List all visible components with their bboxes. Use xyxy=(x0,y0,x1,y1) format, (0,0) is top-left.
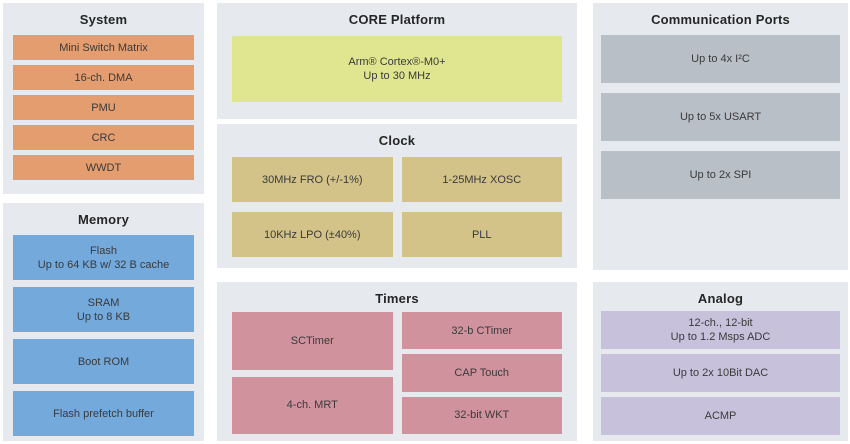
clock-blocks: 30MHz FRO (+/-1%) 1-25MHz XOSC 10KHz LPO… xyxy=(232,157,562,257)
block-4ch-mrt: 4-ch. MRT xyxy=(232,376,393,434)
clock-panel: Clock 30MHz FRO (+/-1%) 1-25MHz XOSC 10K… xyxy=(217,124,577,268)
timers-panel-title: Timers xyxy=(375,291,419,306)
timers-left-column: SCTimer 4-ch. MRT xyxy=(232,312,393,434)
analog-panel: Analog 12-ch., 12-bit Up to 1.2 Msps ADC… xyxy=(593,282,848,441)
block-sram: SRAM Up to 8 KB xyxy=(13,287,194,332)
block-flash: Flash Up to 64 KB w/ 32 B cache xyxy=(13,235,194,280)
block-32b-ctimer: 32-b CTimer xyxy=(401,312,562,350)
analog-panel-title: Analog xyxy=(697,291,744,306)
timers-blocks: SCTimer 4-ch. MRT 32-b CTimer CAP Touch … xyxy=(232,312,562,434)
system-panel: System Mini Switch Matrix 16-ch. DMA PMU… xyxy=(3,3,204,194)
memory-panel: Memory Flash Up to 64 KB w/ 32 B cache S… xyxy=(3,203,204,441)
block-flash-line2: Up to 64 KB w/ 32 B cache xyxy=(37,258,170,271)
block-boot-rom: Boot ROM xyxy=(13,339,194,384)
block-flash-line1: Flash xyxy=(90,244,117,257)
block-xosc: 1-25MHz XOSC xyxy=(401,157,562,202)
block-lpo: 10KHz LPO (±40%) xyxy=(232,212,393,257)
comm-blocks: Up to 4x I²C Up to 5x USART Up to 2x SPI xyxy=(601,35,840,199)
system-blocks: Mini Switch Matrix 16-ch. DMA PMU CRC WW… xyxy=(13,35,194,180)
block-sctimer: SCTimer xyxy=(232,312,393,370)
block-acmp: ACMP xyxy=(601,397,840,435)
system-panel-title: System xyxy=(79,12,128,27)
block-cap-touch: CAP Touch xyxy=(401,354,562,392)
core-platform-panel: CORE Platform Arm® Cortex®-M0+ Up to 30 … xyxy=(217,3,577,119)
block-dac: Up to 2x 10Bit DAC xyxy=(601,354,840,392)
core-platform-panel-title: CORE Platform xyxy=(348,12,446,27)
block-flash-prefetch-buffer: Flash prefetch buffer xyxy=(13,391,194,436)
block-adc: 12-ch., 12-bit Up to 1.2 Msps ADC xyxy=(601,311,840,349)
block-spi: Up to 2x SPI xyxy=(601,151,840,199)
memory-blocks: Flash Up to 64 KB w/ 32 B cache SRAM Up … xyxy=(13,235,194,436)
block-16ch-dma: 16-ch. DMA xyxy=(13,65,194,90)
block-adc-line2: Up to 1.2 Msps ADC xyxy=(670,331,771,343)
block-arm-cortex-m0plus: Arm® Cortex®-M0+ Up to 30 MHz xyxy=(232,36,562,102)
block-mini-switch-matrix: Mini Switch Matrix xyxy=(13,35,194,60)
block-pmu: PMU xyxy=(13,95,194,120)
communication-ports-panel: Communication Ports Up to 4x I²C Up to 5… xyxy=(593,3,848,270)
analog-blocks: 12-ch., 12-bit Up to 1.2 Msps ADC Up to … xyxy=(601,311,840,435)
block-adc-line1: 12-ch., 12-bit xyxy=(688,317,753,329)
block-wwdt: WWDT xyxy=(13,155,194,180)
timers-right-column: 32-b CTimer CAP Touch 32-bit WKT xyxy=(401,312,562,434)
block-32bit-wkt: 32-bit WKT xyxy=(401,396,562,434)
clock-panel-title: Clock xyxy=(378,133,416,148)
block-crc: CRC xyxy=(13,125,194,150)
block-i2c: Up to 4x I²C xyxy=(601,35,840,83)
block-fro: 30MHz FRO (+/-1%) xyxy=(232,157,393,202)
communication-ports-panel-title: Communication Ports xyxy=(651,12,790,27)
block-arm-cortex-line1: Arm® Cortex®-M0+ xyxy=(348,56,446,68)
block-sram-line2: Up to 8 KB xyxy=(76,310,131,323)
core-blocks: Arm® Cortex®-M0+ Up to 30 MHz xyxy=(232,36,562,102)
memory-panel-title: Memory xyxy=(77,212,130,227)
block-arm-cortex-line2: Up to 30 MHz xyxy=(363,70,431,82)
timers-panel: Timers SCTimer 4-ch. MRT 32-b CTimer CAP… xyxy=(217,282,577,441)
block-sram-line1: SRAM xyxy=(87,296,120,309)
block-pll: PLL xyxy=(401,212,562,257)
block-usart: Up to 5x USART xyxy=(601,93,840,141)
